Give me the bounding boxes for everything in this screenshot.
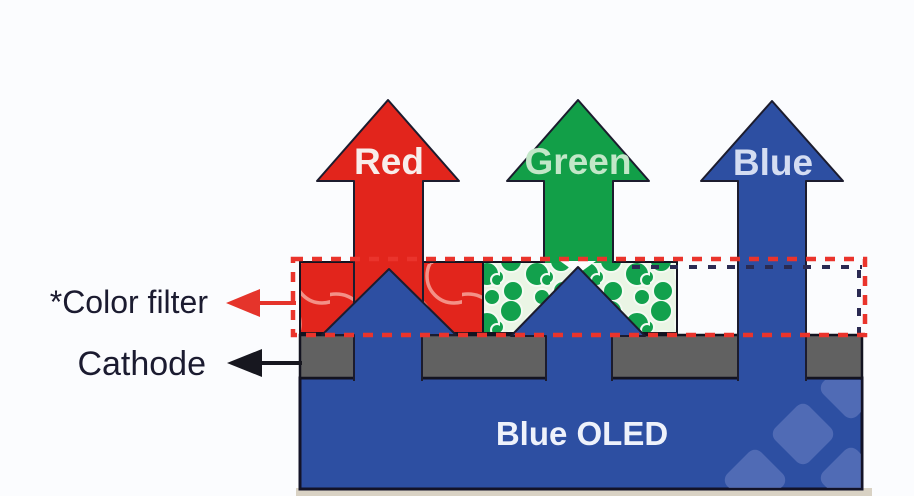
bottom-edge-strip [296,488,872,496]
hex-watermark-pattern [724,380,861,488]
green-arrow-label: Green [525,141,632,182]
red-arrow [316,99,460,333]
blue-arrow-label: Blue [733,142,813,183]
cathode-pointer-line [260,361,302,365]
color-filter-annotation: *Color filter [49,284,208,320]
blue-arrow [700,100,844,381]
blue-oled-base-label: Blue OLED [496,415,668,452]
color-filter-pointer-line [258,301,296,305]
cathode-annotation: Cathode [77,345,206,383]
color-filter-pointer-arrowhead-icon [226,289,260,317]
red-arrow-label: Red [354,141,424,182]
cathode-pointer-arrowhead-icon [227,349,262,377]
color-filter-dashed-outline [290,256,868,338]
green-arrow [506,99,650,263]
